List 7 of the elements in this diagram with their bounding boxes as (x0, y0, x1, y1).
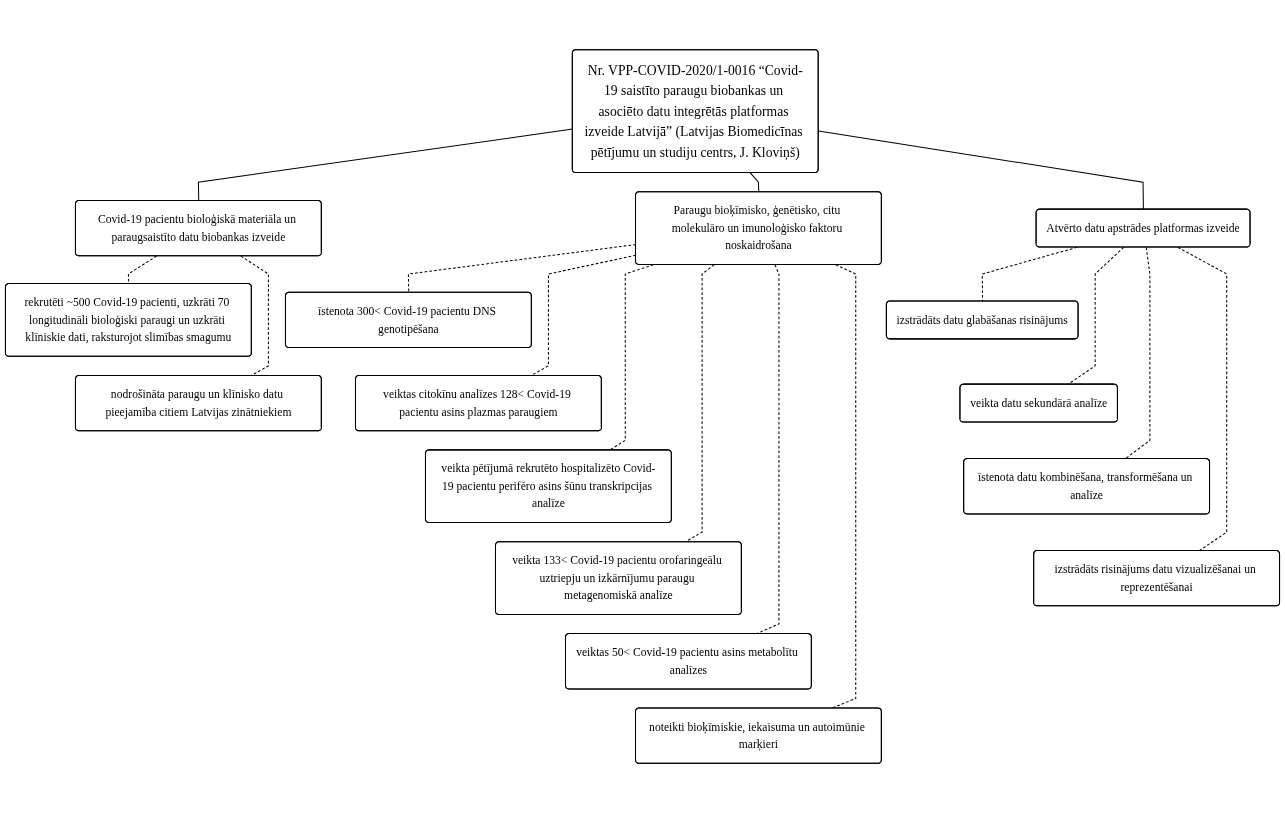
connector (1124, 246, 1151, 460)
connector (684, 264, 715, 543)
connector (240, 255, 269, 377)
connector (1177, 246, 1228, 552)
connector (818, 130, 1144, 210)
connector (749, 172, 760, 193)
connector (1067, 246, 1125, 385)
